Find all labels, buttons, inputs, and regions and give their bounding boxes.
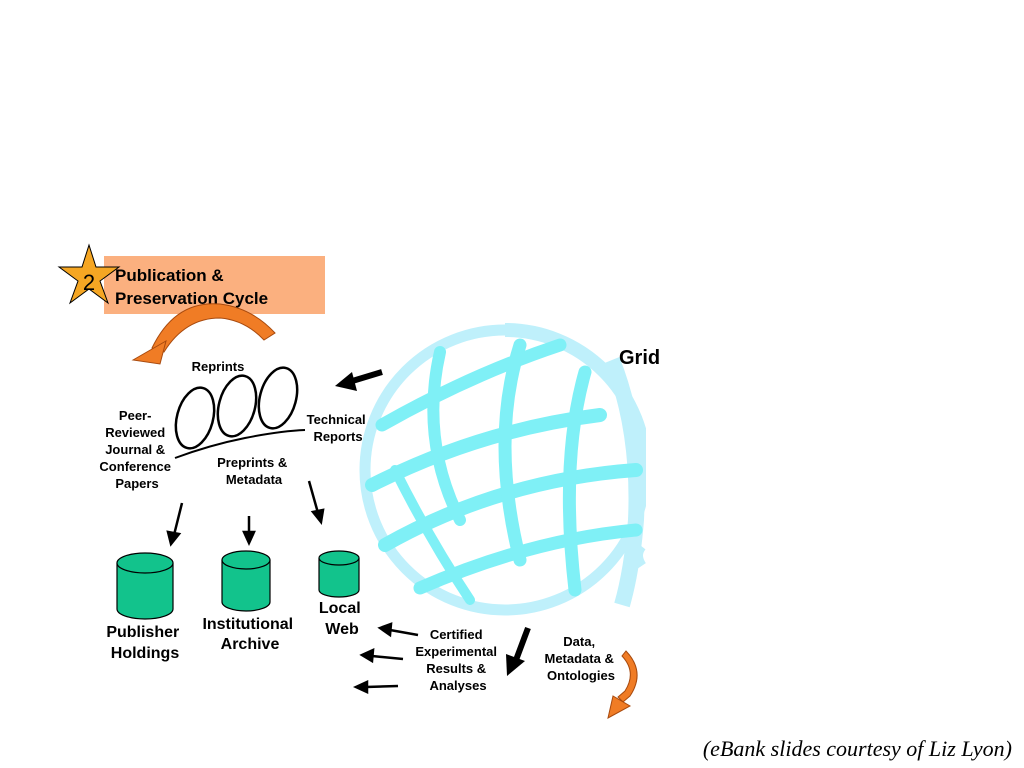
arrow-down-thick-icon	[506, 626, 531, 676]
localweb-cylinder-icon	[318, 550, 360, 598]
arrow-left-3-icon	[352, 680, 399, 694]
arrows	[166, 369, 531, 694]
spiral-loops-icon	[174, 366, 306, 459]
local-web-label: Local Web	[319, 600, 365, 638]
reprints-label: Reprints	[192, 359, 245, 374]
publisher-cylinder-icon	[116, 552, 174, 620]
badge-number: 2	[83, 270, 95, 295]
globe-graphic	[359, 323, 646, 616]
data-metadata-label: Data, Metadata & Ontologies	[545, 634, 618, 683]
certified-results-label: Certified Experimental Results & Analyse…	[415, 627, 500, 693]
institutional-archive-label: Institutional Archive	[202, 616, 297, 653]
grid-label: Grid	[619, 347, 660, 369]
archive-cylinder-icon	[221, 550, 271, 612]
arrow-to-spiral-icon	[335, 369, 383, 391]
arrow-to-publisher-icon	[166, 502, 184, 547]
title-line-1: Publication &	[115, 266, 224, 285]
arrow-left-1-icon	[377, 622, 419, 638]
curved-arrow-small-icon	[607, 650, 638, 719]
preprints-label: Preprints & Metadata	[217, 455, 291, 487]
publisher-holdings-label: Publisher Holdings	[106, 624, 183, 662]
arrow-to-localweb-icon	[307, 480, 325, 525]
star-badge: 2	[57, 243, 121, 305]
footer-credit: (eBank slides courtesy of Liz Lyon)	[702, 736, 1012, 761]
arrow-left-2-icon	[359, 647, 404, 664]
arrow-to-archive-icon	[242, 516, 256, 547]
curved-arrow-icon	[131, 303, 276, 365]
technical-reports-label: Technical Reports	[307, 412, 370, 444]
peer-reviewed-label: Peer- Reviewed Journal & Conference Pape…	[99, 408, 174, 491]
title-line-2: Preservation Cycle	[115, 289, 268, 308]
